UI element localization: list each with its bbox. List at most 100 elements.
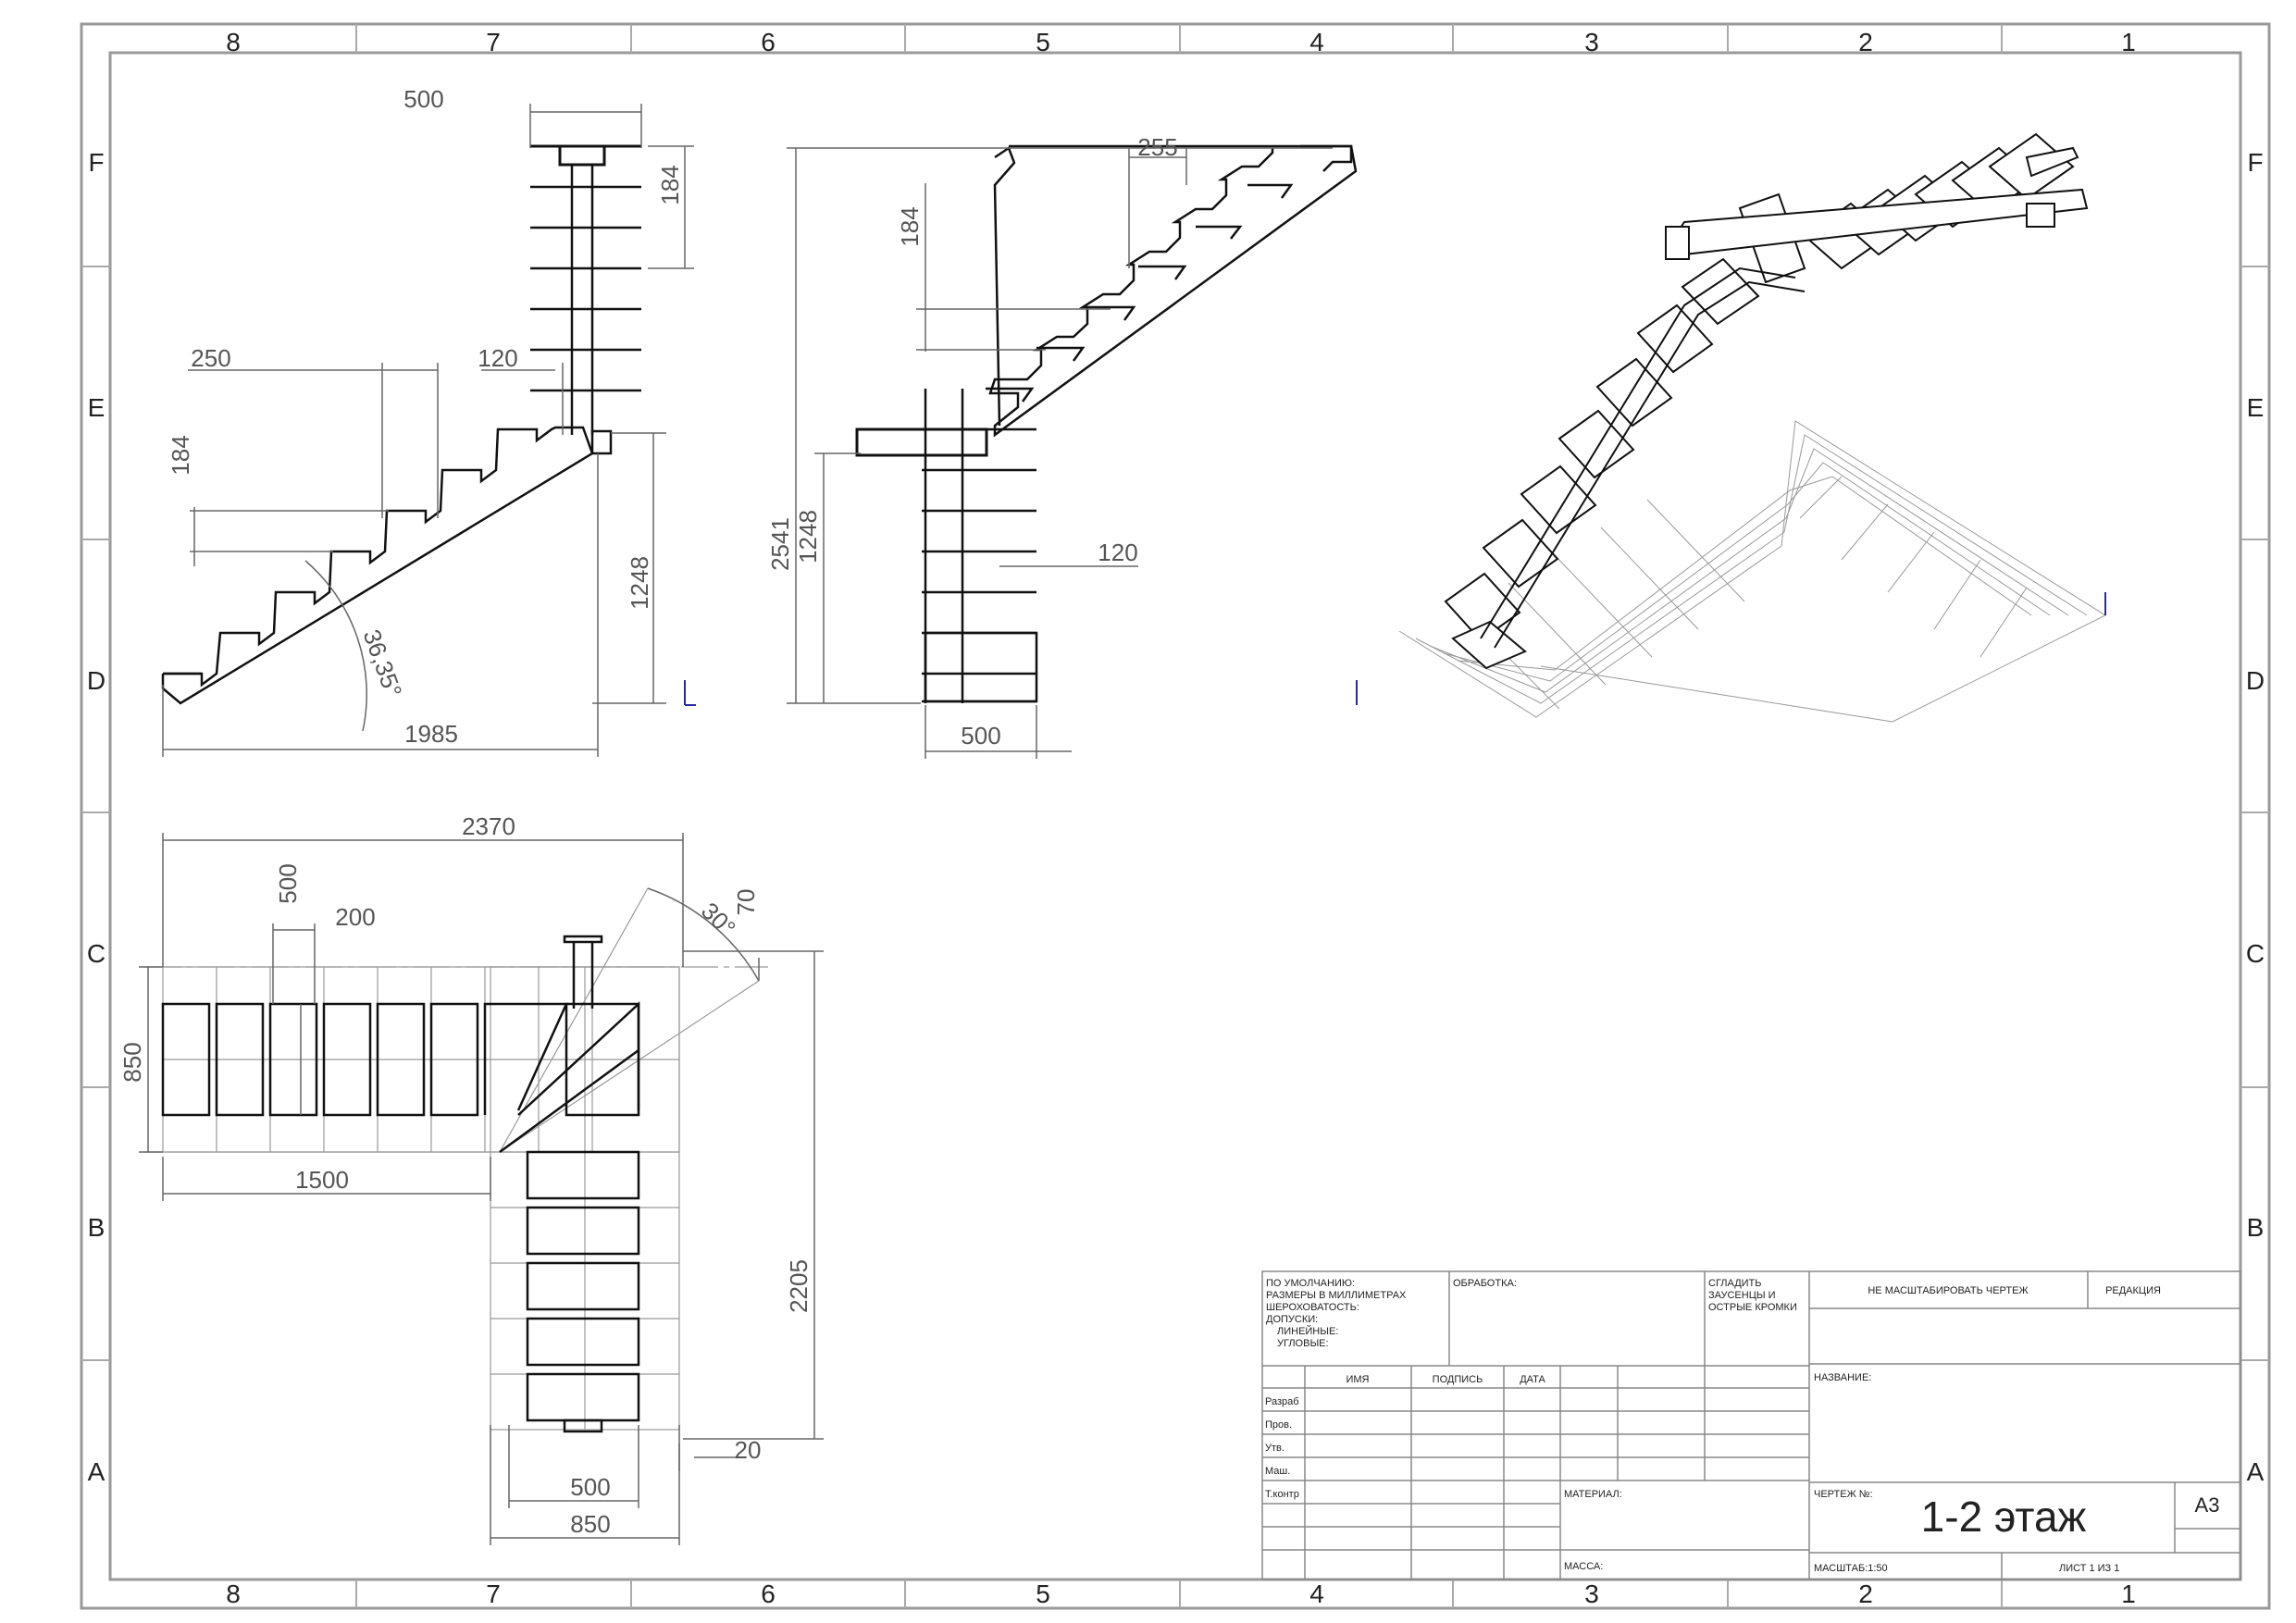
front-view-dimensions bbox=[787, 147, 1333, 759]
tb-role-approver: Утв. bbox=[1265, 1443, 1285, 1454]
tb-role-checker: Пров. bbox=[1265, 1419, 1292, 1431]
tb-no-scale: НЕ МАСШТАБИРОВАТЬ ЧЕРТЕЖ bbox=[1868, 1285, 2028, 1296]
tb-col-signature: ПОДПИСЬ bbox=[1433, 1374, 1483, 1385]
tb-defaults-2: РАЗМЕРЫ В МИЛЛИМЕТРАХ bbox=[1266, 1290, 1407, 1301]
tb-col-date: ДАТА bbox=[1520, 1374, 1545, 1385]
zone-labels-top: 8 7 6 5 4 3 2 1 bbox=[226, 28, 2136, 56]
dim-plan-upper-flight-width: 850 bbox=[570, 1510, 610, 1538]
tb-scale: МАСШТАБ:1:50 bbox=[1814, 1563, 1888, 1574]
zone-labels-right: F E D C B A bbox=[2246, 148, 2265, 1486]
dim-plan-tread-depth: 500 bbox=[274, 863, 302, 903]
dim-front-stringer: 120 bbox=[1098, 539, 1137, 566]
zone-col-2: 2 bbox=[1858, 28, 1873, 56]
title-block-text: ПО УМОЛЧАНИЮ: РАЗМЕРЫ В МИЛЛИМЕТРАХ ШЕРО… bbox=[1265, 1278, 2219, 1574]
tb-role-quality: Т.контр bbox=[1265, 1489, 1299, 1500]
tb-defaults-1: ПО УМОЛЧАНИЮ: bbox=[1266, 1278, 1355, 1289]
dim-plan-total-width: 2370 bbox=[462, 812, 515, 840]
zone-row-b: B bbox=[88, 1213, 105, 1242]
dim-plan-offset: 70 bbox=[732, 889, 760, 916]
zone-col-1: 1 bbox=[2121, 28, 2136, 56]
tb-sheet-size: A3 bbox=[2195, 1493, 2220, 1517]
tb-defaults-5: ЛИНЕЙНЫЕ: bbox=[1277, 1325, 1338, 1337]
side-view-stringer bbox=[161, 426, 594, 705]
dim-side-height: 1248 bbox=[626, 556, 653, 610]
drawing-frame bbox=[80, 22, 2271, 1610]
front-view-sawtooth bbox=[988, 144, 1358, 438]
tb-drawing-title: 1-2 этаж bbox=[1921, 1493, 2087, 1541]
tb-col-name: ИМЯ bbox=[1346, 1374, 1369, 1385]
isometric-lower-treads bbox=[1444, 257, 1760, 670]
tb-drawing-no-label: ЧЕРТЕЖ №: bbox=[1814, 1489, 1873, 1500]
zone-row-d: D bbox=[87, 666, 105, 695]
dim-side-angle: 36,35° bbox=[357, 626, 407, 700]
plan-view bbox=[139, 833, 824, 1545]
dim-side-stringer: 120 bbox=[478, 344, 517, 372]
zone-col-2-bottom: 2 bbox=[1858, 1580, 1873, 1608]
zone-row-d-right: D bbox=[2246, 666, 2265, 695]
dim-front-width: 500 bbox=[961, 722, 1000, 750]
dim-plan-upper-width: 500 bbox=[570, 1473, 610, 1501]
zone-col-5: 5 bbox=[1036, 28, 1050, 56]
zone-col-3: 3 bbox=[1584, 28, 1599, 56]
tb-material-label: МАТЕРИАЛ: bbox=[1564, 1489, 1622, 1500]
zone-row-f-right: F bbox=[2247, 148, 2263, 177]
plan-view-grid bbox=[144, 887, 768, 1431]
zone-col-7: 7 bbox=[486, 28, 501, 56]
plan-view-lower-treads bbox=[161, 1001, 640, 1117]
dim-front-riser: 184 bbox=[896, 206, 924, 246]
tb-role-developer: Разраб bbox=[1265, 1396, 1299, 1407]
zone-col-7-bottom: 7 bbox=[486, 1580, 501, 1608]
dim-side-top-width: 500 bbox=[403, 85, 443, 113]
zone-row-a: A bbox=[88, 1457, 105, 1486]
tb-deburr-3: ОСТРЫЕ КРОМКИ bbox=[1708, 1302, 1797, 1313]
tb-defaults-4: ДОПУСКИ: bbox=[1266, 1314, 1318, 1325]
dim-front-tread: 255 bbox=[1137, 133, 1177, 161]
tb-defaults-6: УГЛОВЫЕ: bbox=[1277, 1338, 1329, 1349]
side-view-labels: 500 184 250 120 184 1248 36,35° 1985 bbox=[167, 85, 684, 748]
zone-col-4-bottom: 4 bbox=[1309, 1580, 1324, 1608]
plan-view-dimensions bbox=[139, 833, 824, 1545]
tb-sheet: ЛИСТ 1 ИЗ 1 bbox=[2059, 1563, 2119, 1574]
tb-defaults-3: ШЕРОХОВАТОСТЬ: bbox=[1266, 1302, 1359, 1313]
tb-revision: РЕДАКЦИЯ bbox=[2105, 1285, 2161, 1296]
zone-row-f: F bbox=[88, 148, 104, 177]
side-view-dimensions bbox=[162, 104, 694, 757]
dim-side-length: 1985 bbox=[404, 720, 458, 748]
dim-plan-gap: 20 bbox=[735, 1436, 762, 1464]
zone-labels-left: F E D C B A bbox=[87, 148, 105, 1486]
dim-plan-lower-length: 1500 bbox=[295, 1166, 349, 1194]
zone-row-e-right: E bbox=[2247, 393, 2265, 422]
dim-front-lower-height: 1248 bbox=[794, 510, 822, 564]
dim-side-tread: 250 bbox=[191, 344, 230, 372]
zone-col-1-bottom: 1 bbox=[2121, 1580, 2136, 1608]
zone-row-c-right: C bbox=[2246, 939, 2265, 968]
dim-side-riser-left: 184 bbox=[167, 435, 194, 475]
zone-col-8-bottom: 8 bbox=[226, 1580, 241, 1608]
zone-col-4: 4 bbox=[1309, 28, 1324, 56]
front-view bbox=[855, 144, 1358, 703]
tb-mass-label: МАССА: bbox=[1564, 1561, 1603, 1572]
tb-processing: ОБРАБОТКА: bbox=[1453, 1278, 1517, 1289]
isometric-view bbox=[1398, 132, 2107, 723]
dim-side-riser: 184 bbox=[656, 165, 684, 204]
tb-deburr-1: СГЛАДИТЬ bbox=[1708, 1278, 1762, 1289]
front-view-stringer bbox=[993, 146, 1016, 427]
tb-deburr-2: ЗАУСЕНЦЫ И bbox=[1708, 1290, 1776, 1301]
dim-plan-flight-width: 850 bbox=[118, 1042, 146, 1082]
side-view-upper-steps bbox=[530, 144, 641, 455]
title-block bbox=[1261, 1270, 2241, 1580]
zone-col-8: 8 bbox=[226, 28, 241, 56]
zone-row-c: C bbox=[87, 939, 105, 968]
dim-plan-total-depth: 2205 bbox=[785, 1259, 813, 1313]
zone-row-b-right: B bbox=[2247, 1213, 2265, 1242]
front-view-lower-steps bbox=[855, 389, 1038, 703]
dim-plan-spacing: 200 bbox=[335, 903, 375, 931]
zone-col-6-bottom: 6 bbox=[761, 1580, 776, 1608]
isometric-lower-stringer bbox=[1480, 266, 1796, 639]
zone-col-6: 6 bbox=[761, 28, 776, 56]
isometric-floor-grid bbox=[1398, 420, 2107, 723]
tb-title-label: НАЗВАНИЕ: bbox=[1814, 1372, 1871, 1383]
side-view-axis-marker bbox=[684, 680, 696, 706]
zone-col-5-bottom: 5 bbox=[1036, 1580, 1050, 1608]
